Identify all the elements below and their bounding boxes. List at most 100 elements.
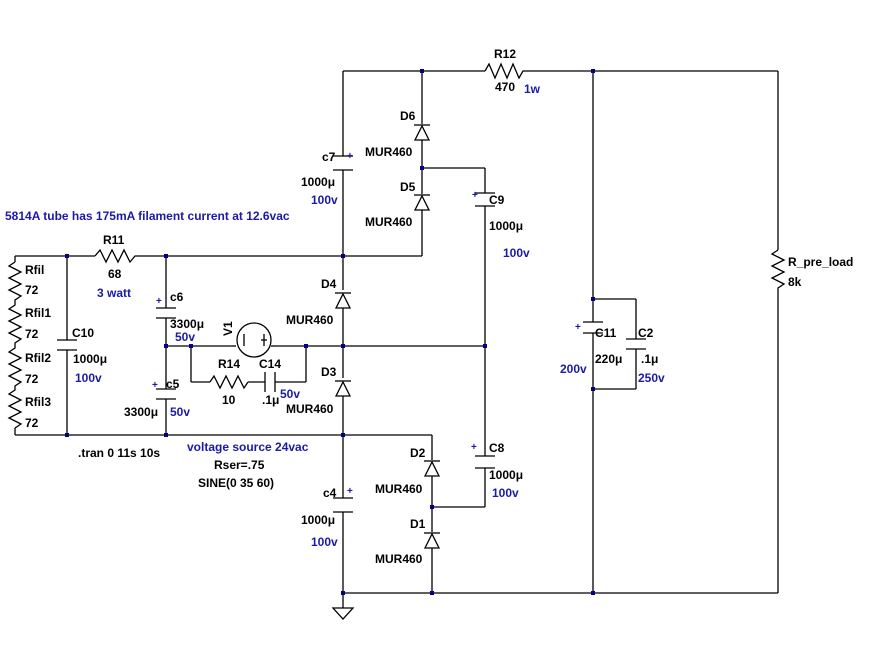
tran-directive: .tran 0 11s 10s xyxy=(78,446,160,460)
r14-resistor[interactable]: R14 10 xyxy=(209,357,249,407)
r-pre-load-resistor[interactable]: R_pre_load 8k xyxy=(770,249,853,292)
c7-value: 1000μ xyxy=(301,175,335,189)
diode-icon xyxy=(334,380,352,397)
rfil3-label: Rfil3 xyxy=(25,395,51,409)
c7-capacitor[interactable]: + c7 1000μ 100v xyxy=(301,150,353,207)
c4-value: 1000μ xyxy=(301,513,335,527)
d4-diode[interactable]: D4 MUR460 xyxy=(286,277,352,327)
c2-capacitor[interactable]: C2 .1μ 250v xyxy=(626,326,665,385)
c10-capacitor[interactable]: C10 1000μ 100v xyxy=(57,326,107,385)
c6-label: c6 xyxy=(170,290,184,304)
r12-label: R12 xyxy=(494,47,516,61)
capacitor-icon xyxy=(156,307,176,319)
c9-label: C9 xyxy=(489,193,505,207)
c11-capacitor[interactable]: + C11 220μ 200v xyxy=(560,321,622,376)
c6-rating: 50v xyxy=(175,330,195,344)
c8-rating: 100v xyxy=(492,486,519,500)
c5-label: c5 xyxy=(166,377,180,391)
r14-value: 10 xyxy=(222,393,236,407)
r12-resistor[interactable]: R12 470 1w xyxy=(484,47,541,96)
voltage-source-icon xyxy=(232,322,275,358)
r12-rating: 1w xyxy=(524,82,541,96)
rfil2-label: Rfil2 xyxy=(25,351,51,365)
r-pre-load-value: 8k xyxy=(788,275,802,289)
capacitor-icon xyxy=(626,338,646,350)
v1-description: voltage source 24vac xyxy=(187,440,309,454)
d1-diode[interactable]: D1 MUR460 xyxy=(375,517,441,566)
d3-label: D3 xyxy=(321,365,337,379)
d6-diode[interactable]: D6 MUR460 xyxy=(365,109,431,159)
d6-model: MUR460 xyxy=(365,145,413,159)
rfil-label: Rfil xyxy=(25,263,44,277)
c14-label: C14 xyxy=(259,357,281,371)
c8-value: 1000μ xyxy=(489,468,523,482)
resistor-icon xyxy=(94,248,140,264)
rfil3-value: 72 xyxy=(25,416,39,430)
c8-capacitor[interactable]: + C8 1000μ 100v xyxy=(471,441,523,500)
rfil1-label: Rfil1 xyxy=(25,306,51,320)
rfil-value: 72 xyxy=(25,283,39,297)
d1-label: D1 xyxy=(410,517,426,531)
resistor-icon xyxy=(7,261,23,429)
d2-model: MUR460 xyxy=(375,482,423,496)
c10-rating: 100v xyxy=(75,371,102,385)
capacitor-icon xyxy=(57,339,77,351)
r11-resistor[interactable]: R11 68 3 watt xyxy=(94,233,140,300)
v1-series-resistance: Rser=.75 xyxy=(214,458,265,472)
svg-text:+: + xyxy=(152,380,158,391)
c14-rating: 50v xyxy=(280,387,300,401)
v1-voltage-source[interactable]: V1 xyxy=(221,321,275,358)
d6-label: D6 xyxy=(400,109,416,123)
c4-rating: 100v xyxy=(311,535,338,549)
diode-icon xyxy=(423,532,441,549)
c4-label: c4 xyxy=(323,486,337,500)
c2-value: .1μ xyxy=(641,352,658,366)
d2-label: D2 xyxy=(410,446,426,460)
d5-diode[interactable]: D5 MUR460 xyxy=(365,180,431,229)
c5-rating: 50v xyxy=(170,405,190,419)
d2-diode[interactable]: D2 MUR460 xyxy=(375,446,441,496)
r11-rating: 3 watt xyxy=(97,286,131,300)
capacitor-icon xyxy=(264,372,276,392)
c11-value: 220μ xyxy=(595,352,622,366)
resistor-icon xyxy=(770,249,786,292)
r11-label: R11 xyxy=(103,233,125,247)
c4-capacitor[interactable]: + c4 1000μ 100v xyxy=(301,486,353,549)
diode-icon xyxy=(334,292,352,309)
d5-model: MUR460 xyxy=(365,215,413,229)
d3-diode[interactable]: D3 MUR460 xyxy=(286,365,352,416)
rfil2-value: 72 xyxy=(25,372,39,386)
svg-text:+: + xyxy=(156,296,162,307)
capacitor-icon xyxy=(156,388,176,400)
c6-value: 3300μ xyxy=(170,317,204,331)
r11-value: 68 xyxy=(108,267,122,281)
r14-label: R14 xyxy=(218,357,240,371)
capacitor-icon xyxy=(475,455,495,469)
c6-capacitor[interactable]: + c6 3300μ 50v xyxy=(156,290,204,344)
c5-value: 3300μ xyxy=(124,405,158,419)
diode-icon xyxy=(423,460,441,477)
c9-value: 1000μ xyxy=(489,219,523,233)
c11-rating: 200v xyxy=(560,362,587,376)
svg-text:+: + xyxy=(575,322,581,333)
c9-rating: 100v xyxy=(503,246,530,260)
svg-text:+: + xyxy=(347,151,353,162)
c8-label: C8 xyxy=(489,441,505,455)
svg-text:+: + xyxy=(471,442,477,453)
resistor-icon xyxy=(484,62,527,80)
svg-text:+: + xyxy=(472,190,478,201)
c14-capacitor[interactable]: C14 .1μ 50v xyxy=(259,357,300,407)
c11-label: C11 xyxy=(595,326,617,340)
capacitor-icon xyxy=(475,192,495,207)
rfil-resistor-chain[interactable]: Rfil 72 Rfil1 72 Rfil2 72 Rfil3 72 xyxy=(7,261,51,430)
capacitor-icon xyxy=(583,321,603,334)
rfil1-value: 72 xyxy=(25,327,39,341)
diode-icon xyxy=(413,124,431,141)
c9-capacitor[interactable]: + C9 1000μ 100v xyxy=(472,190,530,260)
d5-label: D5 xyxy=(400,180,416,194)
c14-value: .1μ xyxy=(262,393,279,407)
resistor-icon xyxy=(209,374,249,390)
c5-capacitor[interactable]: + c5 3300μ 50v xyxy=(124,377,190,419)
junctions xyxy=(65,69,595,595)
c2-label: C2 xyxy=(638,326,654,340)
